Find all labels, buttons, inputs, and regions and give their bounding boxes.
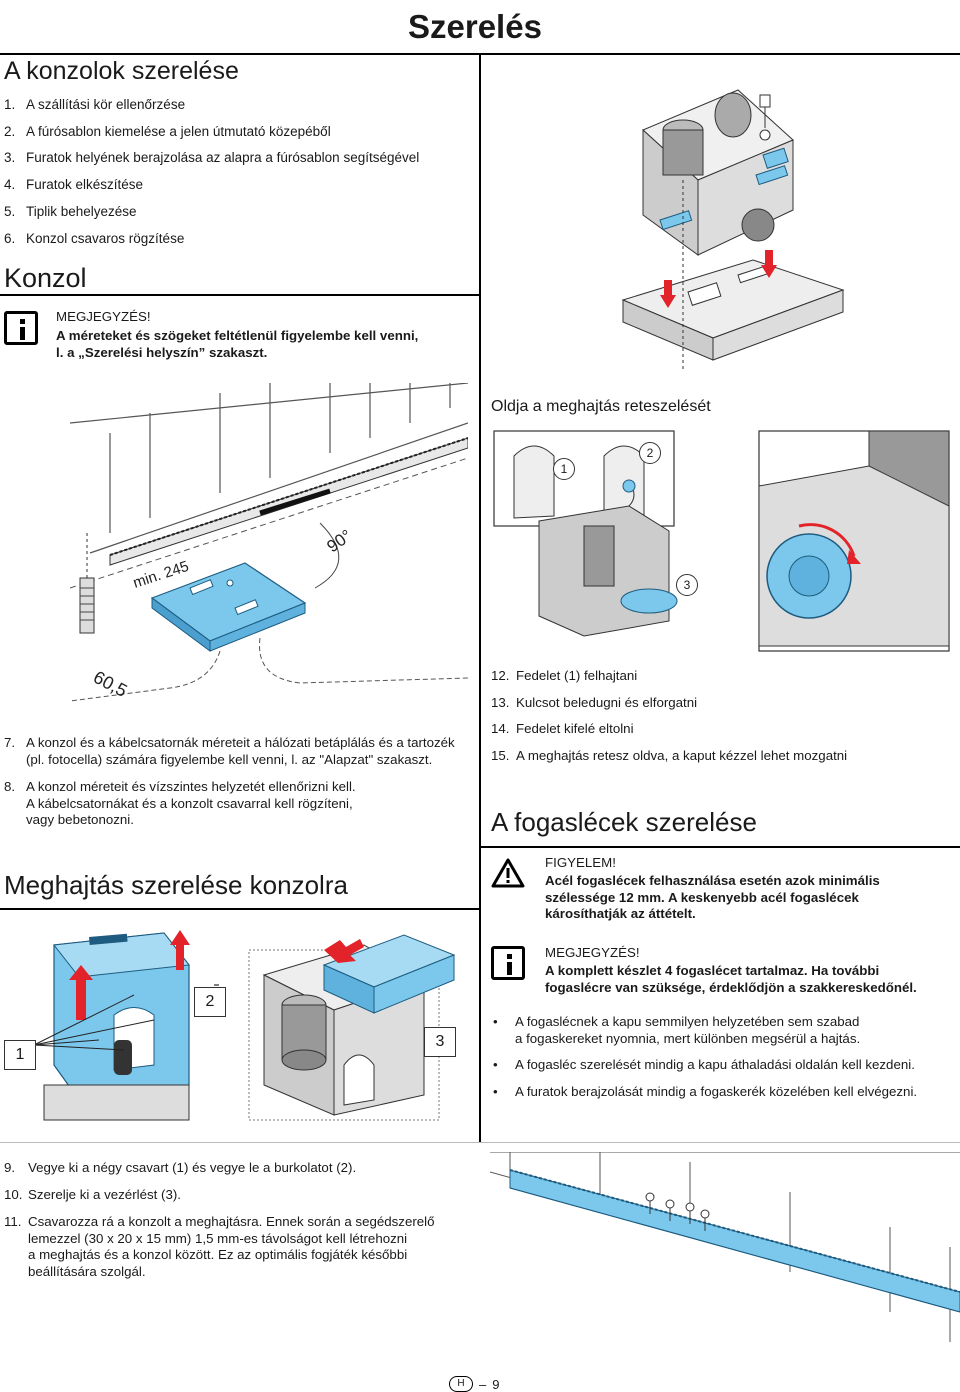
drive-exploded-drawing [621, 89, 845, 370]
list-item: 6.Konzol csavaros rögzítése [4, 230, 185, 246]
page-separator: – [479, 1376, 487, 1392]
list-item: A fogasléc szerelését mindig a kapu átha… [491, 1057, 956, 1074]
unlock-callout-3: 3 [676, 574, 698, 596]
step-9: 9.Vegye ki a négy csavart (1) és vegye l… [4, 1160, 357, 1175]
note-body: A méreteket és szögeket feltétlenül figy… [56, 328, 419, 360]
unlock-figure: 1 2 3 [489, 426, 953, 654]
section-title-konzol: Konzol [4, 263, 87, 293]
callout-1: 1 [4, 1040, 36, 1070]
list-item: 2.A fúrósablon kiemelése a jelen útmutat… [4, 123, 331, 139]
rack-rule [481, 846, 960, 848]
drive-exploded-figure [618, 70, 954, 380]
drive-unit-left [493, 430, 678, 637]
page-title: Szerelés [408, 8, 542, 45]
rack-bullet-list: A fogaslécnek a kapu semmilyen helyzetéb… [491, 1014, 956, 1100]
column-divider [479, 55, 481, 1142]
step-10: 10.Szerelje ki a vezérlést (3). [4, 1187, 181, 1202]
list-item: 14.Fedelet kifelé eltolni [491, 721, 634, 737]
bracket-steps-list: 1.A szállítási kör ellenőrzése 2.A fúrós… [4, 92, 419, 252]
unlock-drawing [489, 426, 953, 654]
drive-body [642, 89, 794, 256]
warning-body: Acél fogaslécek felhasználása esetén azo… [545, 873, 880, 921]
mounting-clips [659, 147, 789, 231]
control-unit [322, 934, 456, 1014]
bracket-plate [150, 562, 307, 652]
callout-3: 3 [424, 1027, 456, 1057]
gear-rack-blue [509, 1169, 960, 1313]
unlock-steps-list: 12.Fedelet (1) felhajtani 13.Kulcsot bel… [491, 663, 847, 770]
list-item: 1.A szállítási kör ellenőrzése [4, 97, 186, 112]
unlock-title: Oldja a meghajtás reteszelését [491, 398, 711, 415]
info-icon [4, 311, 38, 345]
list-item: A fogaslécnek a kapu semmilyen helyzetéb… [491, 1014, 956, 1047]
list-item: A furatok berajzolását mindig a fogasker… [491, 1084, 956, 1101]
warning-title: FIGYELEM! [545, 855, 616, 870]
rack-screws [645, 1192, 710, 1231]
list-item: 13.Kulcsot beledugni és elforgatni [491, 694, 698, 710]
section-title-rack: A fogaslécek szerelése [491, 807, 757, 837]
lift-arrow [69, 930, 190, 1020]
note-title-rack: MEGJEGYZÉS! [545, 945, 640, 960]
header-rule [0, 53, 960, 55]
mount-rule [0, 908, 479, 910]
step-8: 8.A konzol méreteit és vízszintes helyze… [4, 779, 356, 827]
note-title: MEGJEGYZÉS! [56, 309, 151, 324]
unlock-callout-1: 1 [553, 458, 575, 480]
mount-bottom-rule [0, 1142, 960, 1143]
page-number: 9 [492, 1376, 500, 1392]
list-item: 15.A meghajtás retesz oldva, a kaput kéz… [491, 748, 848, 764]
list-item: 5.Tiplik behelyezése [4, 203, 137, 219]
section-title-brackets: A konzolok szerelése [4, 57, 239, 85]
warning-icon [491, 858, 525, 893]
konzol-rule [0, 294, 479, 296]
rack-drawing [490, 1152, 960, 1342]
step-7: 7.A konzol és a kábelcsatornák méreteit … [4, 735, 455, 767]
note-body-rack: A komplett készlet 4 fogaslécet tartalma… [545, 963, 917, 995]
drive-cover [43, 932, 190, 1121]
drive-unit-right [758, 430, 950, 652]
page-footer: H – 9 [449, 1376, 499, 1392]
mount-figure: 1 2 3 [4, 925, 472, 1125]
unlock-callout-2: 2 [639, 442, 661, 464]
anchor-bolt [79, 533, 95, 634]
language-badge: H [449, 1376, 473, 1392]
rack-figure [490, 1152, 960, 1342]
bracket-drawing: 90° min. 245 60,5 [70, 383, 468, 703]
list-item: 12.Fedelet (1) felhajtani [491, 668, 638, 683]
base-plate [621, 259, 845, 361]
mount-drawing [33, 930, 456, 1121]
list-item: 3.Furatok helyének berajzolása az alapra… [4, 150, 420, 166]
step-11: 11.Csavarozza rá a konzolt a meghajtásra… [4, 1214, 435, 1279]
bracket-figure: 90° min. 245 60,5 [70, 383, 468, 703]
list-item: 4.Furatok elkészítése [4, 177, 144, 193]
section-title-mount: Meghajtás szerelése konzolra [4, 870, 348, 900]
info-icon [491, 946, 525, 980]
callout-2: 2 [194, 987, 226, 1017]
